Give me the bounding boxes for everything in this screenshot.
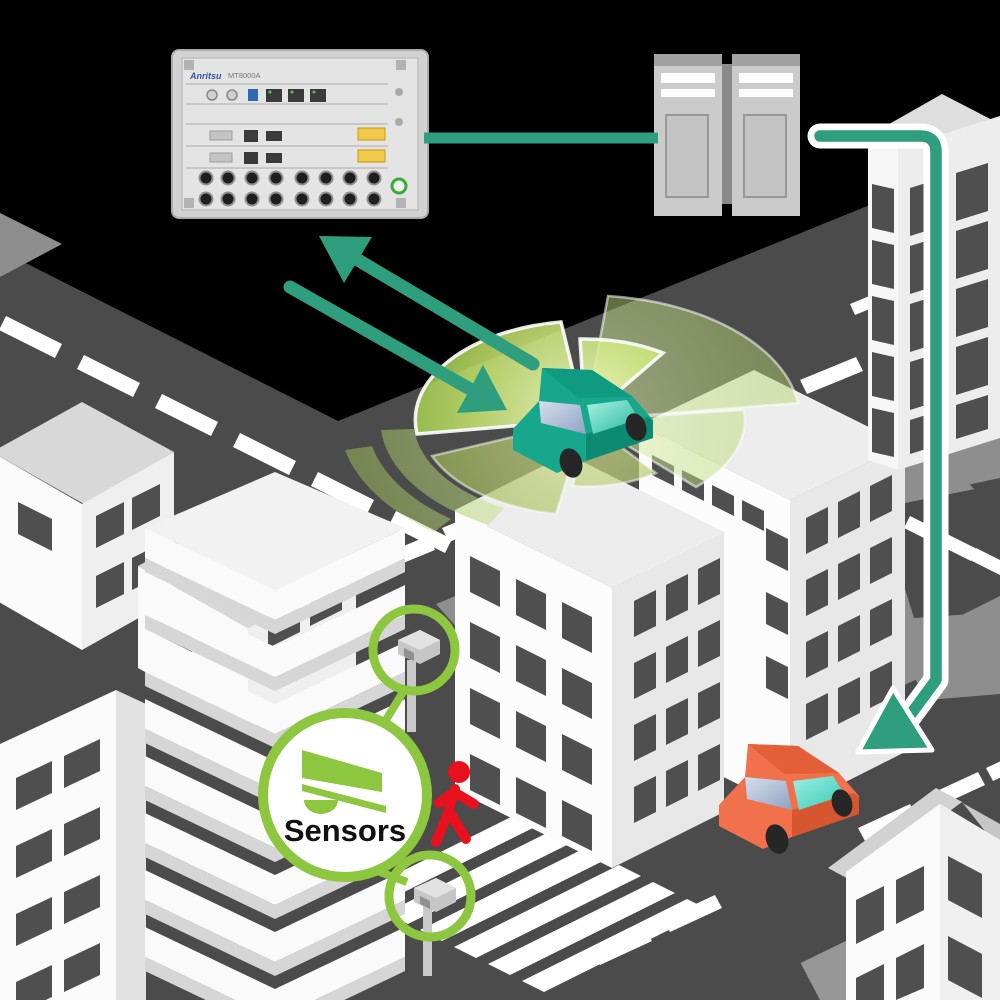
- sensors-label: Sensors: [284, 813, 406, 848]
- windshield: [745, 777, 792, 810]
- sensor-unit-2: [384, 850, 476, 976]
- base-station-tester: Anritsu MT8000A: [171, 49, 429, 219]
- downlink-arrowhead: [457, 365, 507, 413]
- cctv-camera-icon: [302, 750, 386, 814]
- server-rack-pair: [654, 54, 800, 216]
- tester-model-label: MT8000A: [228, 71, 261, 80]
- car-tester-link-arrows: [283, 236, 540, 413]
- building-left-edge: [0, 690, 146, 1000]
- server-to-vehicle-link: [807, 123, 949, 755]
- roadside-sensors: Sensors: [258, 604, 476, 976]
- network-links: [424, 123, 949, 755]
- pedestrian: [431, 761, 479, 847]
- power-button: [390, 177, 408, 195]
- sensor-unit-1: [368, 604, 460, 732]
- uplink-arrowhead: [319, 236, 372, 283]
- house-bottom-right: [828, 788, 1000, 1000]
- radar-sensing-fans: [345, 294, 800, 532]
- side-window: [793, 776, 845, 810]
- sensors-callout: Sensors: [258, 708, 432, 882]
- sensor-highlight-ring: [384, 850, 476, 942]
- sensor-highlight-ring: [368, 604, 460, 696]
- alert-car: [719, 744, 859, 854]
- server-tower-1: [654, 54, 722, 216]
- connected-car: [513, 368, 653, 478]
- side-window: [587, 400, 639, 434]
- windshield: [539, 401, 586, 434]
- alert-arrowhead: [855, 685, 935, 755]
- server-tower-2: [732, 54, 800, 216]
- tester-brand-label: Anritsu: [189, 71, 222, 81]
